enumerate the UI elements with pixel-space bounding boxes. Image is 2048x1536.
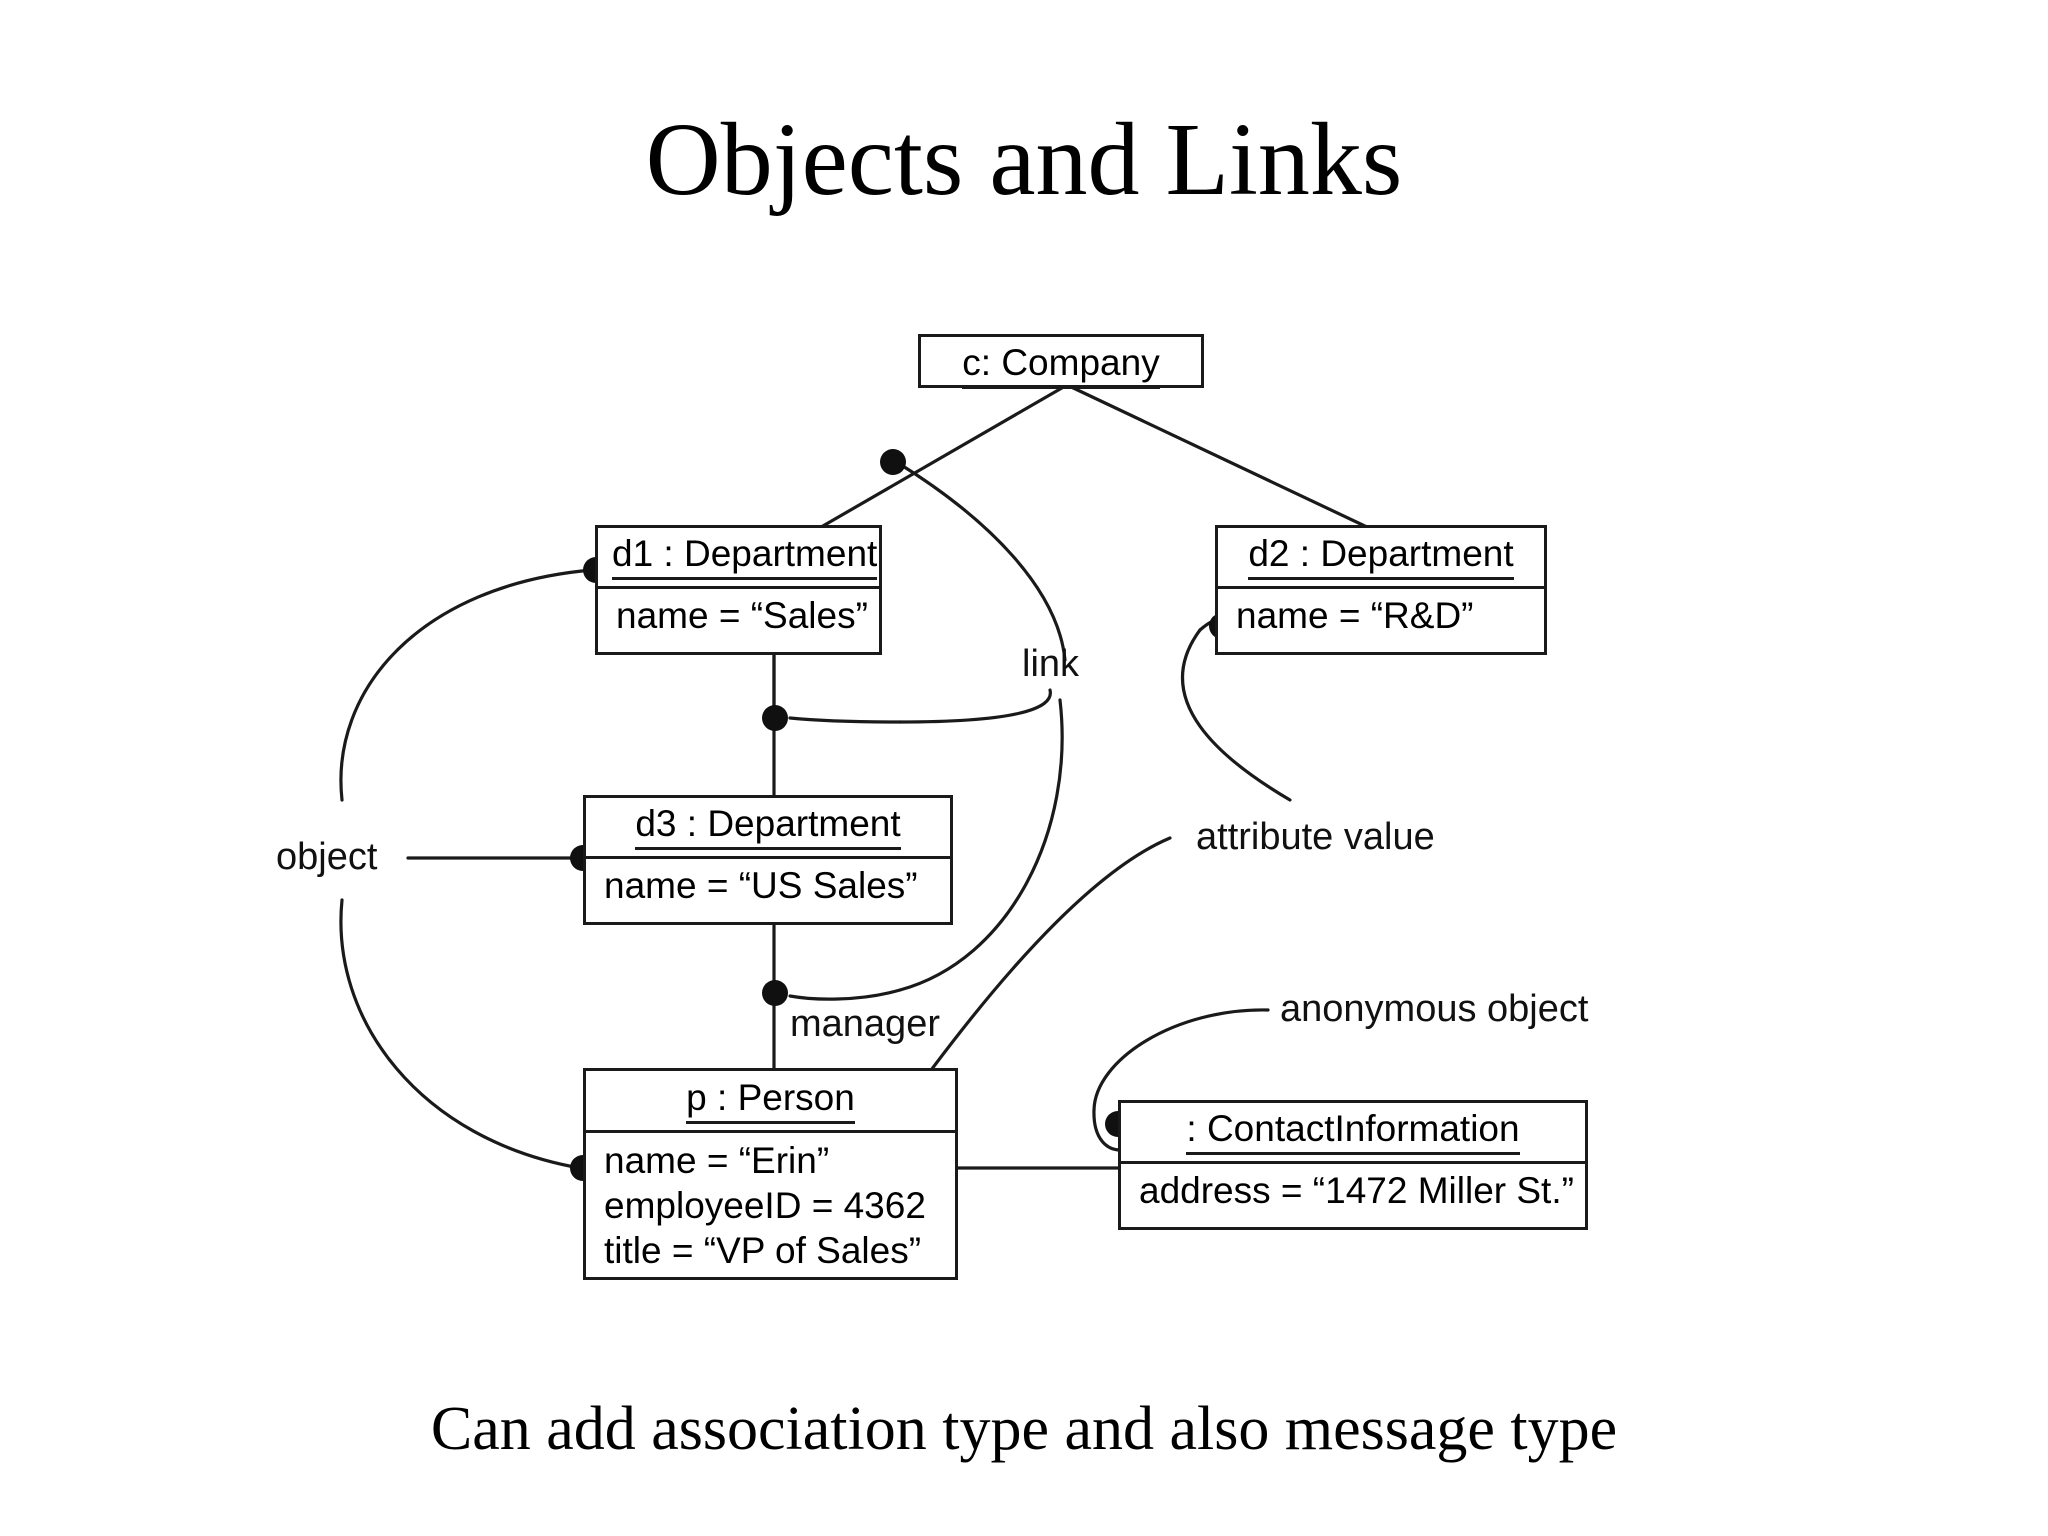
- uml-object-contactinformation[interactable]: : ContactInformation address = “1472 Mil…: [1118, 1100, 1588, 1230]
- uml-attribute-compartment: address = “1472 Miller St.”: [1121, 1160, 1585, 1219]
- uml-attribute: employeeID = 4362: [604, 1185, 926, 1227]
- uml-instance-name: p : Person: [686, 1075, 855, 1125]
- uml-attribute-compartment: name = “R&D”: [1218, 585, 1544, 644]
- uml-name-compartment: : ContactInformation: [1121, 1103, 1585, 1161]
- annotation-object: object: [276, 836, 378, 878]
- leader-anonymous-ci-b: [1092, 1108, 1122, 1152]
- link-dot-spine-upper: [762, 705, 788, 731]
- uml-name-compartment: d1 : Department: [598, 528, 879, 586]
- uml-instance-name: : ContactInformation: [1186, 1107, 1520, 1155]
- link-leader-company-branch: [896, 461, 1067, 662]
- annotation-link: link: [1022, 643, 1080, 685]
- uml-attribute: name = “Erin”: [604, 1140, 830, 1182]
- uml-object-d1[interactable]: d1 : Department name = “Sales”: [595, 525, 882, 655]
- slide-caption: Can add association type and also messag…: [430, 1395, 1618, 1463]
- link-dot-spine-lower: [762, 980, 788, 1006]
- uml-object-person[interactable]: p : Person name = “Erin” employeeID = 43…: [583, 1068, 958, 1280]
- leader-object-d1: [339, 568, 594, 802]
- uml-instance-name: c: Company: [962, 341, 1160, 389]
- uml-object-d2[interactable]: d2 : Department name = “R&D”: [1215, 525, 1547, 655]
- annotation-attribute-value: attribute value: [1196, 816, 1435, 858]
- uml-attribute-compartment: name = “US Sales”: [586, 855, 950, 914]
- uml-name-compartment: d3 : Department: [586, 798, 950, 856]
- uml-attribute-compartment: name = “Sales”: [598, 585, 879, 644]
- uml-attribute: name = “Sales”: [616, 594, 868, 636]
- leader-link-upper-b: [788, 716, 902, 724]
- leader-attrvalue-d2: [1180, 628, 1292, 802]
- uml-attribute: title = “VP of Sales”: [604, 1230, 922, 1272]
- uml-attribute: address = “1472 Miller St.”: [1139, 1169, 1574, 1211]
- uml-name-compartment: p : Person: [586, 1071, 955, 1130]
- uml-object-company[interactable]: c: Company: [918, 334, 1204, 389]
- uml-attribute-compartment: name = “Erin” employeeID = 4362 title = …: [586, 1130, 955, 1279]
- leader-link-lower-b: [788, 988, 902, 1001]
- uml-object-d3[interactable]: d3 : Department name = “US Sales”: [583, 795, 953, 925]
- link-company-d1: [788, 383, 1069, 547]
- link-company-d2: [1065, 383, 1407, 547]
- link-label-manager: manager: [790, 1003, 940, 1045]
- uml-attribute: name = “US Sales”: [604, 864, 918, 906]
- leader-object-p: [339, 898, 582, 1170]
- link-dot-company-branch: [880, 449, 906, 475]
- uml-instance-name: d2 : Department: [1248, 532, 1514, 580]
- annotation-anonymous-object: anonymous object: [1280, 988, 1589, 1030]
- uml-name-compartment: c: Company: [921, 337, 1201, 395]
- leader-link-upper: [898, 688, 1052, 724]
- leader-link-lower: [898, 698, 1064, 992]
- uml-instance-name: d3 : Department: [635, 802, 901, 850]
- page-title: Objects and Links: [645, 102, 1403, 217]
- uml-instance-name: d1 : Department: [612, 532, 878, 580]
- uml-attribute: name = “R&D”: [1236, 594, 1474, 636]
- uml-name-compartment: d2 : Department: [1218, 528, 1544, 586]
- leader-anonymous-ci: [1092, 1008, 1270, 1112]
